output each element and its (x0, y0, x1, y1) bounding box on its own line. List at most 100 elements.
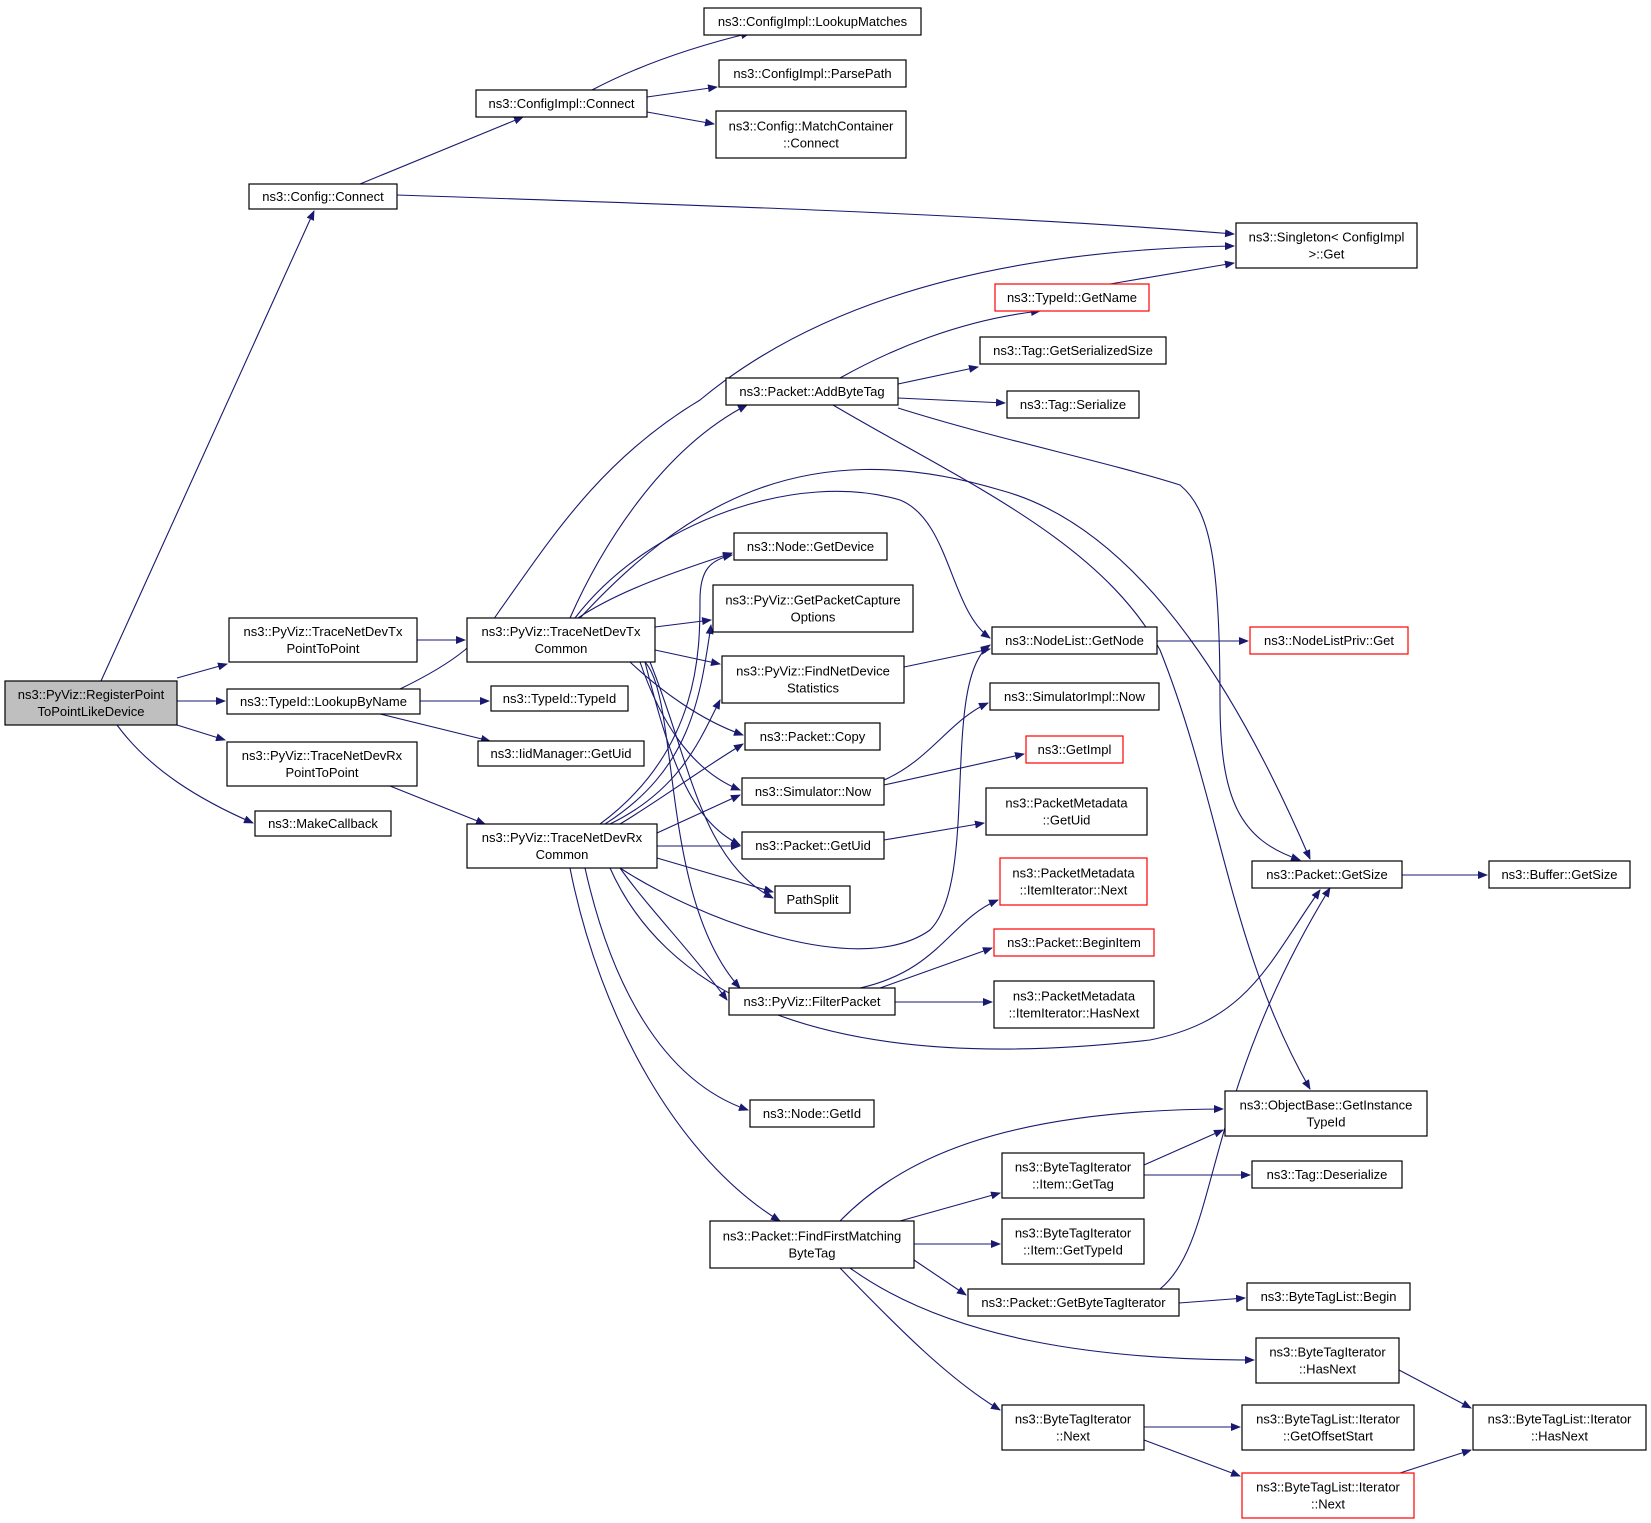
edge-btlItNext-to-btlItHasNext (1399, 1448, 1472, 1474)
node-label: ns3::PacketMetadata (1005, 796, 1128, 811)
node-typeIdCtor[interactable]: ns3::TypeId::TypeId (490, 685, 629, 712)
node-label: TypeId (1306, 1115, 1345, 1130)
edge-cfgImplConnect-to-matchContainer (646, 111, 715, 127)
node-tagGetSerSize[interactable]: ns3::Tag::GetSerializedSize (979, 336, 1167, 365)
node-parsePath[interactable]: ns3::ConfigImpl::ParsePath (718, 59, 907, 88)
node-cfgImplConnect[interactable]: ns3::ConfigImpl::Connect (475, 89, 648, 118)
node-btiItemGetTag[interactable]: ns3::ByteTagIterator::Item::GetTag (1001, 1152, 1145, 1199)
edge-txCommon-to-nodeListGetNode (574, 490, 991, 639)
edge-root-to-cfgConnect (100, 210, 315, 682)
node-box (1224, 1090, 1428, 1137)
node-getImpl[interactable]: ns3::GetImpl (1025, 735, 1124, 764)
node-box (985, 787, 1148, 836)
node-label: ::Connect (783, 136, 839, 151)
node-label: ::HasNext (1531, 1429, 1588, 1444)
node-pmGetUid[interactable]: ns3::PacketMetadata::GetUid (985, 787, 1148, 836)
node-nodeGetDevice[interactable]: ns3::Node::GetDevice (733, 532, 888, 561)
node-label: ns3::Packet::GetByteTagIterator (981, 1295, 1166, 1310)
node-btlItHasNext[interactable]: ns3::ByteTagList::Iterator::HasNext (1472, 1404, 1647, 1451)
node-btiItemGetTypeId[interactable]: ns3::ByteTagIterator::Item::GetTypeId (1001, 1218, 1145, 1265)
node-box (733, 532, 888, 561)
edge-txCommon-to-packetCopy (629, 661, 744, 736)
node-nodeListPrivGet[interactable]: ns3::NodeListPriv::Get (1249, 626, 1409, 655)
node-tagDeserialize[interactable]: ns3::Tag::Deserialize (1251, 1160, 1403, 1189)
node-box (718, 59, 907, 88)
node-singletonGet[interactable]: ns3::Singleton< ConfigImpl>::Get (1235, 222, 1418, 269)
node-getByteTagIter[interactable]: ns3::Packet::GetByteTagIterator (967, 1288, 1180, 1317)
node-nodeListGetNode[interactable]: ns3::NodeList::GetNode (991, 626, 1158, 655)
node-beginItem[interactable]: ns3::Packet::BeginItem (993, 928, 1155, 957)
edge-addByteTag-to-tagGetSerSize (897, 364, 979, 385)
edge-findFirstMatching-to-objGetInstTypeId (839, 1105, 1224, 1222)
node-box (728, 987, 896, 1016)
node-label: ns3::PyViz::TraceNetDevTx (482, 624, 641, 639)
edge-rxCommon-to-getPcapOpts (604, 624, 714, 825)
edge-simNow-to-simImplNow (883, 702, 989, 781)
edge-findFirstMatching-to-btiHasNext (849, 1267, 1255, 1364)
node-lookupMatches[interactable]: ns3::ConfigImpl::LookupMatches (703, 7, 922, 36)
edge-txCommon-to-addByteTag (569, 404, 748, 619)
edge-rxCommon-to-pathSplit (656, 857, 774, 894)
node-filterPacket[interactable]: ns3::PyViz::FilterPacket (728, 987, 896, 1016)
node-box (226, 741, 418, 787)
node-label: ns3::Tag::Serialize (1020, 397, 1126, 412)
node-pathSplit[interactable]: PathSplit (774, 885, 851, 914)
node-label: ns3::ByteTagList::Iterator (1256, 1412, 1400, 1427)
node-label: ns3::ByteTagList::Iterator (1256, 1480, 1400, 1495)
edge-findFirstMatching-to-getByteTagIter (913, 1259, 967, 1296)
node-box (1249, 626, 1409, 655)
node-pmItemNext[interactable]: ns3::PacketMetadata::ItemIterator::Next (999, 857, 1148, 906)
node-packetGetSize[interactable]: ns3::Packet::GetSize (1251, 860, 1403, 889)
edge-packetGetUid-to-pmGetUid (883, 820, 985, 841)
node-simImplNow[interactable]: ns3::SimulatorImpl::Now (989, 682, 1160, 711)
node-btiNext[interactable]: ns3::ByteTagIterator::Next (1001, 1404, 1145, 1451)
edge-filterPacket-to-beginItem (879, 947, 993, 989)
edge-cfgImplConnect-to-parsePath (646, 84, 718, 98)
node-root[interactable]: ns3::PyViz::RegisterPointToPointLikeDevi… (4, 680, 178, 726)
node-label: ::Next (1311, 1497, 1345, 1512)
node-box (1472, 1404, 1647, 1451)
node-label: ns3::TypeId::TypeId (503, 691, 616, 706)
node-lookupByName[interactable]: ns3::TypeId::LookupByName (226, 688, 421, 715)
node-label: ns3::Singleton< ConfigImpl (1249, 230, 1405, 245)
node-bufferGetSize[interactable]: ns3::Buffer::GetSize (1488, 860, 1631, 889)
node-label: ns3::IidManager::GetUid (491, 746, 632, 761)
node-label: ns3::PacketMetadata (1013, 989, 1136, 1004)
node-iidGetUid[interactable]: ns3::IidManager::GetUid (477, 740, 645, 767)
node-label: ns3::PyViz::GetPacketCapture (725, 593, 900, 608)
edge-root-to-rxP2P (176, 724, 226, 742)
node-btlBegin[interactable]: ns3::ByteTagList::Begin (1246, 1282, 1411, 1311)
node-box (993, 980, 1155, 1029)
node-box (490, 685, 629, 712)
node-packetGetUid[interactable]: ns3::Packet::GetUid (741, 831, 885, 860)
node-btiHasNext[interactable]: ns3::ByteTagIterator::HasNext (1255, 1337, 1400, 1384)
node-label: PathSplit (786, 892, 838, 907)
node-label: ns3::Packet::BeginItem (1007, 935, 1141, 950)
node-cfgConnect[interactable]: ns3::Config::Connect (248, 183, 398, 210)
node-addByteTag[interactable]: ns3::Packet::AddByteTag (725, 377, 899, 406)
node-box (228, 617, 418, 663)
node-packetCopy[interactable]: ns3::Packet::Copy (744, 722, 881, 751)
node-matchContainer[interactable]: ns3::Config::MatchContainer::Connect (715, 110, 907, 159)
node-typeIdGetName[interactable]: ns3::TypeId::GetName (994, 283, 1150, 312)
node-tagSerialize[interactable]: ns3::Tag::Serialize (1006, 390, 1140, 419)
node-label: ns3::Config::Connect (262, 189, 384, 204)
node-makeCallback[interactable]: ns3::MakeCallback (254, 810, 392, 837)
node-box (1025, 735, 1124, 764)
node-btlItNext[interactable]: ns3::ByteTagList::Iterator::Next (1241, 1472, 1415, 1519)
node-label: ns3::Packet::AddByteTag (739, 384, 884, 399)
node-simNow[interactable]: ns3::Simulator::Now (741, 777, 885, 806)
node-pmItemHasNext[interactable]: ns3::PacketMetadata::ItemIterator::HasNe… (993, 980, 1155, 1029)
node-nodeGetId[interactable]: ns3::Node::GetId (749, 1099, 875, 1128)
edge-rxP2P-to-rxCommon (389, 785, 486, 825)
node-box (749, 1099, 875, 1128)
node-btlItGetOffsetStart[interactable]: ns3::ByteTagList::Iterator::GetOffsetSta… (1241, 1404, 1415, 1451)
